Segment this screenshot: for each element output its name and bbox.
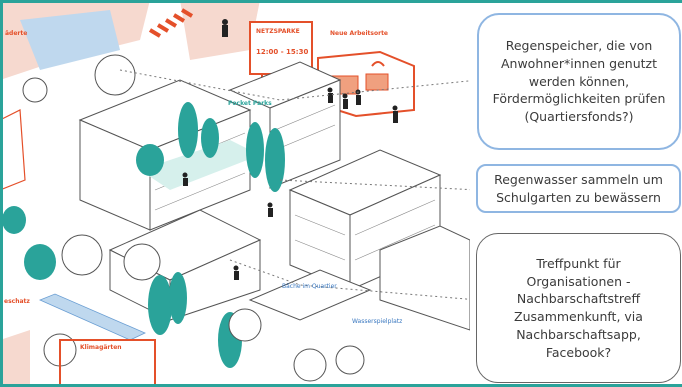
label-creek: Bäche im Quartier [282,283,337,290]
callout-school-garden-text: Regenwasser sammeln um Schulgarten zu be… [494,171,663,205]
callout-meeting-point-text: Treffpunkt für Organisationen - Nachbars… [514,255,643,360]
pocket-park-courtyard [140,140,260,190]
label-new-workplaces: Neue Arbeitsorte [330,30,389,37]
label-water-playground: Wasserspielplatz [352,318,403,325]
street-area [180,0,260,60]
label-sign-time: 12:00 - 15:30 [256,48,309,56]
wifi-icon [371,61,385,67]
callout-school-garden: Regenwasser sammeln um Schulgarten zu be… [476,164,681,213]
label-sign-title: NETZSPARKE [256,28,300,35]
label-climate-gardens: Klimagärten [80,344,122,351]
buildings [78,61,470,331]
people [182,19,398,280]
orange-zone-bottom [0,330,30,387]
callout-meeting-point: Treffpunkt für Organisationen - Nachbars… [476,233,681,383]
callout-rain-storage-text: Regenspeicher, die von Anwohner*innen ge… [492,38,666,125]
callout-rain-storage: Regenspeicher, die von Anwohner*innen ge… [477,13,681,150]
label-left-mid: eschatz [4,298,30,305]
water-area [20,10,120,70]
isometric-neighborhood-illustration [0,0,470,387]
frame-border-top [0,0,682,3]
orange-edge [0,109,26,191]
crosswalk [148,8,194,38]
label-left-top: äderte [5,30,28,37]
climate-garden-box [59,339,156,387]
frame-border-left [0,0,3,387]
trees [2,102,285,368]
frame-border-bottom [0,384,682,387]
water-channel [38,293,146,341]
label-pocket-parks: Pocket Parks [228,100,272,107]
leader-lines [119,69,470,300]
